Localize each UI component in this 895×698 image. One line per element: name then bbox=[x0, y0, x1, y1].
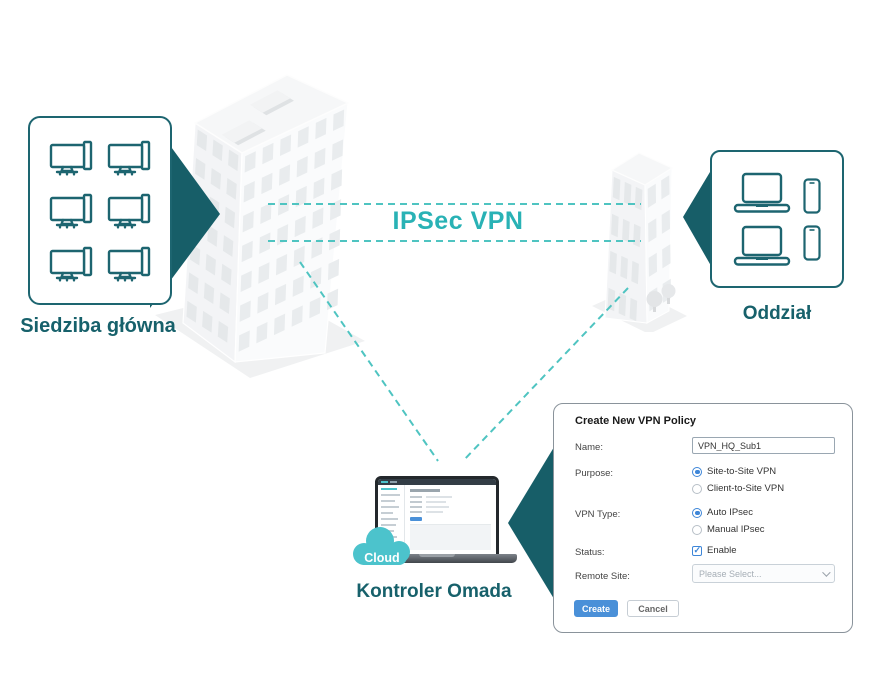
smartphone-icon bbox=[803, 177, 821, 214]
desktop-computer-icon bbox=[107, 140, 151, 176]
name-label: Name: bbox=[575, 442, 603, 453]
status-label: Status: bbox=[575, 547, 605, 558]
vpn-type-label: VPN Type: bbox=[575, 509, 621, 520]
desktop-computer-icon bbox=[107, 193, 151, 229]
purpose-label: Purpose: bbox=[575, 468, 614, 479]
vpn-type-option-auto-ipsec[interactable]: Auto IPsec bbox=[692, 507, 753, 518]
branch-label: Oddział bbox=[742, 303, 812, 324]
create-vpn-policy-panel: Create New VPN Policy Name: Purpose: Sit… bbox=[553, 403, 853, 633]
controller-ui-button bbox=[410, 516, 422, 521]
laptop-icon bbox=[733, 225, 791, 266]
branch-devices-box bbox=[710, 150, 844, 288]
remote-site-label: Remote Site: bbox=[575, 571, 630, 582]
radio-label: Auto IPsec bbox=[707, 507, 753, 518]
hq-label: Siedziba główna bbox=[20, 315, 176, 337]
chevron-down-icon bbox=[822, 567, 831, 577]
desktop-computer-icon bbox=[107, 246, 151, 282]
status-enable-option[interactable]: Enable bbox=[692, 545, 737, 556]
checkbox-icon[interactable] bbox=[692, 545, 702, 556]
desktop-computer-icon bbox=[49, 246, 93, 282]
controller-laptop-base bbox=[357, 554, 517, 563]
radio-label: Site-to-Site VPN bbox=[707, 466, 777, 477]
vpn-tunnel-lines bbox=[268, 203, 641, 462]
controller-ui-topbar bbox=[378, 479, 496, 485]
create-button[interactable]: Create bbox=[574, 600, 618, 617]
radio-icon[interactable] bbox=[692, 466, 702, 477]
purpose-option-client-to-site[interactable]: Client-to-Site VPN bbox=[692, 483, 784, 494]
controller-label: Kontroler Omada bbox=[356, 581, 512, 602]
radio-label: Client-to-Site VPN bbox=[707, 483, 785, 494]
vpn-type-option-manual-ipsec[interactable]: Manual IPsec bbox=[692, 524, 765, 535]
select-placeholder: Please Select... bbox=[699, 568, 762, 579]
purpose-option-site-to-site[interactable]: Site-to-Site VPN bbox=[692, 466, 776, 477]
radio-label: Manual IPsec bbox=[707, 524, 765, 535]
smartphone-icon bbox=[803, 224, 821, 261]
remote-site-select[interactable]: Please Select... bbox=[692, 564, 835, 583]
panel-title: Create New VPN Policy bbox=[575, 415, 697, 427]
desktop-computer-icon bbox=[49, 193, 93, 229]
hq-devices-box bbox=[28, 116, 172, 305]
cancel-button[interactable]: Cancel bbox=[627, 600, 679, 617]
checkbox-label: Enable bbox=[707, 545, 737, 556]
radio-icon[interactable] bbox=[692, 483, 702, 494]
controller-ui-content bbox=[405, 485, 496, 554]
radio-icon[interactable] bbox=[692, 507, 702, 518]
cloud-icon: Cloud bbox=[353, 527, 410, 565]
name-input[interactable] bbox=[692, 437, 835, 454]
radio-icon[interactable] bbox=[692, 524, 702, 535]
laptop-icon bbox=[733, 172, 791, 213]
cloud-label: Cloud bbox=[364, 551, 399, 565]
ipsec-vpn-label: IPSec VPN bbox=[392, 207, 524, 235]
desktop-computer-icon bbox=[49, 140, 93, 176]
branch-building-illustration bbox=[592, 152, 687, 332]
